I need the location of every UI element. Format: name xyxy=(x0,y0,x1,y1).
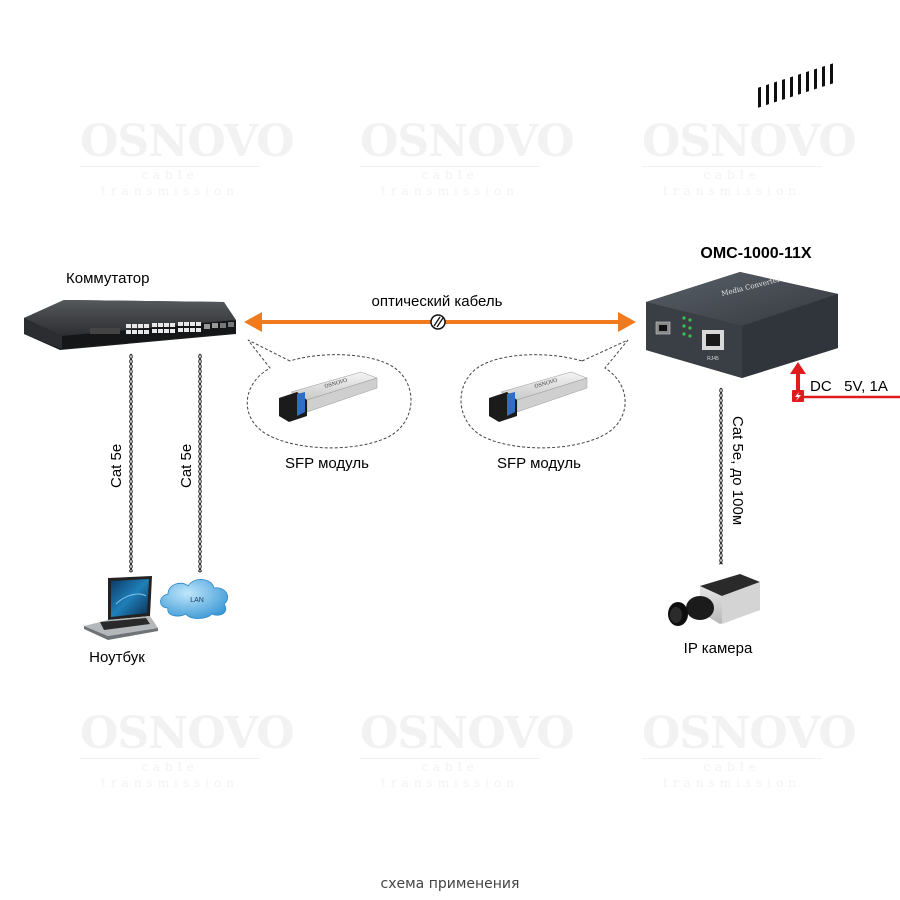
sfp-right-label: SFP модуль xyxy=(497,455,581,472)
arrow-up-icon xyxy=(790,362,806,374)
cable-camera xyxy=(719,387,723,565)
sfp-module-icon: OSNOVO xyxy=(489,371,588,422)
arrow-left-icon xyxy=(244,312,262,332)
media-converter-icon: Media Converter RJ45 xyxy=(646,63,838,378)
camera-label: IP камера xyxy=(684,640,753,657)
ip-camera-icon xyxy=(668,574,760,626)
cable-label-cat5e-laptop: Cat 5e xyxy=(108,444,125,488)
arrow-right-icon xyxy=(618,312,636,332)
cloud-icon: LAN xyxy=(160,579,228,619)
fiber-connector-icon xyxy=(430,314,446,330)
callout-bubble-right xyxy=(460,339,629,449)
optical-cable xyxy=(244,312,636,332)
rj45-port-label: RJ45 xyxy=(707,356,719,362)
twisted-pair-cables xyxy=(129,353,723,573)
cable-label-cat5e-camera: Cat 5e, до 100м xyxy=(729,416,746,525)
callout-bubble-left xyxy=(246,339,412,449)
sfp-left-label: SFP модуль xyxy=(285,455,369,472)
switch-label: Коммутатор xyxy=(66,270,149,287)
laptop-icon xyxy=(84,576,158,640)
diagram-caption: схема применения xyxy=(380,876,520,892)
cable-label-cat5e-lan: Cat 5e xyxy=(178,444,195,488)
sfp-module-icon: OSNOVO xyxy=(279,371,378,422)
converter-label: OMC-1000-11X xyxy=(700,245,811,262)
cable-laptop xyxy=(129,353,133,573)
power-label: DC 5V, 1A xyxy=(810,378,888,395)
network-switch-icon xyxy=(24,300,236,350)
cable-lan xyxy=(198,353,202,573)
optical-cable-label: оптический кабель xyxy=(372,293,503,310)
power-input xyxy=(790,362,900,402)
laptop-label: Ноутбук xyxy=(89,649,145,666)
lan-label: LAN xyxy=(190,597,204,604)
